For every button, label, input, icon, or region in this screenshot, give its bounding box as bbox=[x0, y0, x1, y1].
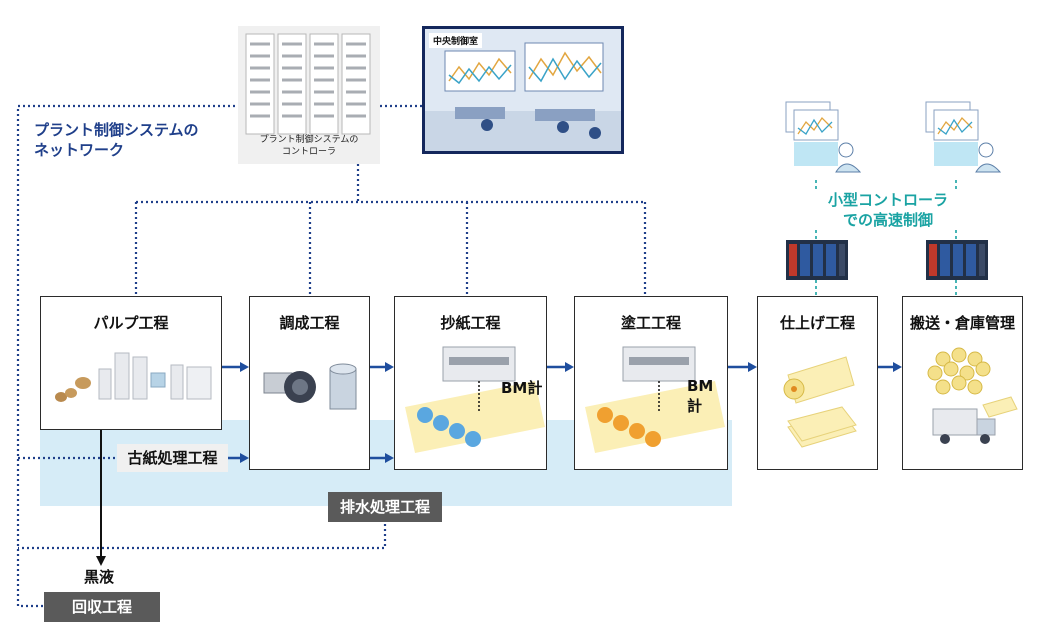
controller-caption: プラント制御システムの コントローラ bbox=[238, 134, 380, 158]
process-coating-title: 塗工工程 bbox=[620, 314, 681, 332]
process-coating: 塗工工程 BM計 bbox=[574, 296, 728, 470]
operator-monitor-icon-1 bbox=[785, 101, 862, 173]
pulp-equipment-icon bbox=[55, 352, 212, 402]
operator-monitor-icon-2 bbox=[925, 101, 1002, 173]
old-paper-process-label: 古紙処理工程 bbox=[117, 444, 228, 472]
process-prep-title: 調成工程 bbox=[279, 314, 340, 332]
coating-machine-icon bbox=[585, 346, 725, 453]
network-label: プラント制御システムの ネットワーク bbox=[34, 120, 199, 160]
server-rack-icon bbox=[245, 33, 371, 135]
recovery-process-label: 回収工程 bbox=[44, 592, 160, 622]
process-pulp-title: パルプ工程 bbox=[93, 314, 169, 332]
fast-control-label: 小型コントローラ での高速制御 bbox=[800, 190, 976, 230]
black-liquor-label: 黒液 bbox=[84, 568, 115, 586]
fast-control-line1: 小型コントローラ bbox=[827, 191, 948, 209]
process-shipping-title: 搬送・倉庫管理 bbox=[909, 314, 1015, 332]
plc-unit-icon-2 bbox=[926, 240, 988, 280]
process-prep: 調成工程 bbox=[249, 296, 370, 470]
process-papermaking-title: 抄紙工程 bbox=[440, 314, 501, 332]
pump-tank-icon bbox=[263, 363, 357, 410]
process-finishing: 仕上げ工程 bbox=[757, 296, 878, 470]
control-room-label: 中央制御室 bbox=[429, 33, 483, 48]
network-label-line1: プラント制御システムの bbox=[34, 121, 199, 139]
process-finishing-title: 仕上げ工程 bbox=[779, 314, 855, 332]
process-papermaking: 抄紙工程 BM計 bbox=[394, 296, 547, 470]
paper-roll-stack-icon bbox=[783, 356, 857, 448]
plant-controller: プラント制御システムの コントローラ bbox=[238, 26, 380, 164]
controller-caption-line2: コントローラ bbox=[281, 147, 336, 157]
controller-caption-line1: プラント制御システムの bbox=[259, 135, 359, 145]
process-pulp: パルプ工程 bbox=[40, 296, 222, 430]
paper-machine-icon bbox=[405, 346, 545, 453]
network-label-line2: ネットワーク bbox=[34, 141, 125, 159]
process-shipping: 搬送・倉庫管理 bbox=[902, 296, 1023, 470]
bm-meter-label-coating: BM計 bbox=[687, 377, 714, 415]
bm-meter-label-papermaking: BM計 bbox=[501, 379, 543, 397]
control-room-panel: 中央制御室 bbox=[422, 26, 624, 154]
fast-control-line2: での高速制御 bbox=[842, 211, 933, 229]
control-room-illustration bbox=[425, 29, 621, 151]
plc-unit-icon-1 bbox=[786, 240, 848, 280]
warehouse-truck-icon bbox=[927, 347, 1018, 444]
wastewater-process-label: 排水処理工程 bbox=[328, 492, 442, 522]
